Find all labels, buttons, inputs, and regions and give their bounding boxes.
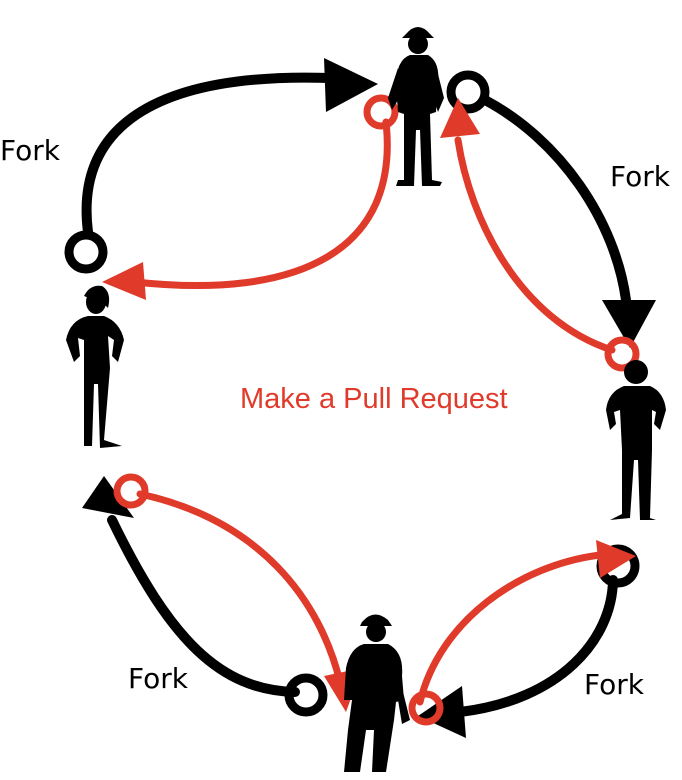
fork-arrows bbox=[81, 72, 631, 717]
pr-start-ring-left bbox=[113, 473, 149, 509]
pr-arrowhead-left bbox=[102, 262, 146, 300]
fork-label-bottom-right: Fork bbox=[584, 668, 645, 701]
fork-label-top-right: Fork bbox=[610, 160, 671, 193]
pr-arrowhead-top bbox=[440, 98, 480, 138]
pr-arrow-top-right bbox=[454, 136, 616, 354]
fork-start-rings bbox=[64, 70, 640, 717]
pr-arrow-bottom-left bbox=[136, 490, 344, 686]
fork-arrow-top-right bbox=[480, 95, 631, 305]
fork-start-ring-top bbox=[446, 70, 490, 114]
fork-start-ring-bottom bbox=[284, 673, 328, 717]
pr-start-ring-bottom bbox=[408, 690, 444, 726]
fork-arrow-bottom-right bbox=[455, 575, 618, 717]
pull-request-arrows bbox=[131, 118, 616, 706]
fork-label-top-left: Fork bbox=[0, 134, 61, 167]
pull-request-start-rings bbox=[113, 94, 640, 726]
fork-arrow-top-left bbox=[81, 72, 335, 237]
person-right-icon bbox=[606, 360, 666, 520]
fork-arrow-bottom-left bbox=[107, 515, 300, 697]
fork-start-ring-left bbox=[64, 230, 108, 274]
pr-start-ring-top bbox=[363, 94, 399, 130]
fork-arrowhead-left bbox=[82, 476, 134, 518]
pr-arrow-top-left bbox=[131, 118, 391, 290]
pr-start-ring-right bbox=[604, 336, 640, 372]
fork-arrowhead-top bbox=[324, 58, 378, 112]
person-top-icon bbox=[388, 27, 444, 186]
fork-arrowhead-right bbox=[602, 300, 656, 348]
center-label: Make a Pull Request bbox=[240, 383, 508, 415]
pr-arrowhead-bottom-right bbox=[596, 540, 636, 578]
fork-label-bottom-left: Fork bbox=[128, 662, 189, 695]
person-bottom-icon bbox=[344, 614, 410, 772]
pr-arrow-bottom-right bbox=[416, 551, 604, 706]
person-left-icon bbox=[66, 285, 124, 448]
